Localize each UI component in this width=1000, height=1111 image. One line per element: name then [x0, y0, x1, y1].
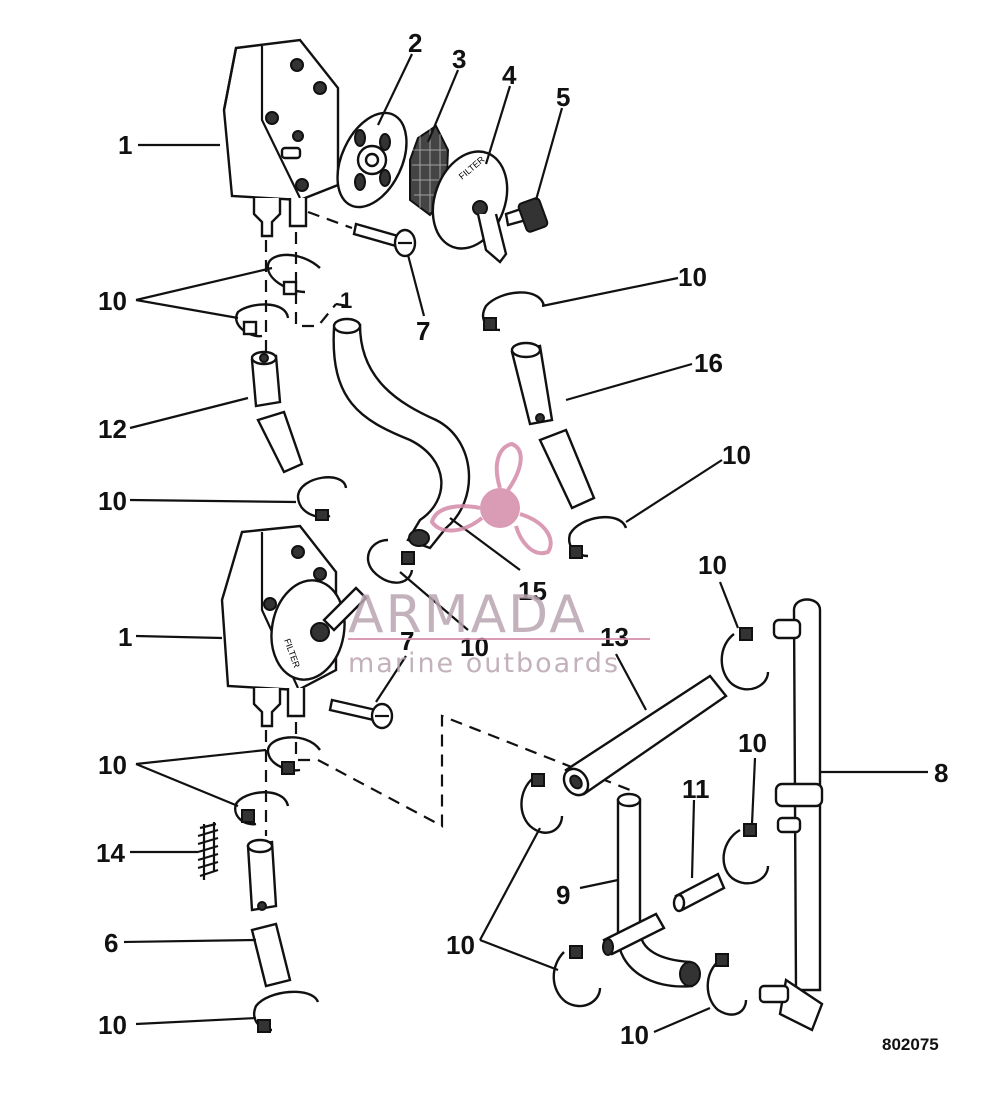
callout-11: 11: [682, 774, 710, 804]
hose-clamp: [722, 823, 770, 885]
callout-10-bottom-left: 10: [98, 1010, 127, 1040]
short-fuel-hose-12: [250, 350, 304, 474]
propeller-logo: [429, 441, 553, 556]
pump-mounting-screw-lower: [328, 698, 394, 730]
hose-clamp: [234, 791, 290, 826]
callout-14: 14: [96, 838, 125, 868]
callout-8: 8: [934, 758, 948, 788]
cover-screw: [504, 197, 549, 233]
hose-clamp: [235, 303, 290, 338]
callout-10-center: 10: [460, 632, 489, 662]
part-code: 802075: [882, 1035, 939, 1054]
callout-10-mid-left: 10: [98, 486, 127, 516]
callout-1-lower: 1: [118, 622, 132, 652]
callout-3: 3: [452, 44, 466, 74]
strainer-plate: [336, 111, 408, 209]
armada-watermark: ARMADA marine outboards: [348, 441, 650, 679]
fuel-hose-16: [510, 341, 596, 510]
callout-12: 12: [98, 414, 127, 444]
callout-16: 16: [694, 348, 723, 378]
watermark-brand: ARMADA: [348, 585, 587, 645]
connector-tube: [602, 912, 666, 956]
callout-5: 5: [556, 82, 570, 112]
callout-labels: 1 2 3 4 5 10 1 7 10 16 12 10 10 15 1 10 …: [96, 28, 948, 1054]
hose-clamp: [296, 476, 348, 521]
hose-clamp: [266, 736, 321, 775]
callout-10-lower-left: 10: [98, 750, 127, 780]
callout-10-right-top: 10: [698, 550, 727, 580]
callout-10-right-mid: 10: [738, 728, 767, 758]
watermark-tagline: marine outboards: [348, 648, 620, 679]
callout-7-upper: 7: [416, 316, 430, 346]
callout-9: 9: [556, 880, 570, 910]
callout-7-lower: 7: [400, 626, 414, 656]
fuel-hose-13: [562, 674, 728, 797]
fuel-line-tube-8: [758, 598, 824, 1032]
callout-2: 2: [408, 28, 422, 58]
callout-6: 6: [104, 928, 118, 958]
pump-mounting-screw-upper: [352, 222, 417, 258]
callout-1-dashed: 1: [340, 288, 352, 313]
fuel-pump-lower: FILTER: [220, 524, 368, 728]
leader-lines: [123, 53, 928, 1034]
long-fuel-hose-15: [332, 317, 471, 550]
callout-15: 15: [518, 576, 547, 606]
callout-1-upper: 1: [118, 130, 132, 160]
callout-4: 4: [502, 60, 517, 90]
check-valve-spring-14: [197, 822, 219, 880]
callout-10-upper-left: 10: [98, 286, 127, 316]
hose-clamp: [266, 253, 321, 296]
watermark-underline: [348, 638, 650, 640]
callout-10-bottom-right: 10: [620, 1020, 649, 1050]
callout-10-mid-right: 10: [722, 440, 751, 470]
short-fuel-hose-6: [246, 838, 292, 988]
connector-tube-11: [672, 872, 726, 913]
fuel-pump-upper: [222, 38, 340, 238]
callout-10-upper-right: 10: [678, 262, 707, 292]
callout-10-lower-center: 10: [446, 930, 475, 960]
hose-clamp: [720, 627, 770, 691]
hose-clamp: [706, 953, 748, 1016]
callout-13: 13: [600, 622, 629, 652]
hose-clamp: [520, 773, 564, 834]
hose-clamp: [568, 515, 628, 559]
hose-clamp: [366, 538, 415, 584]
hose-clamp: [481, 291, 546, 332]
hose-clamp: [253, 990, 320, 1033]
hose-clamp: [552, 945, 602, 1008]
filter-cover: FILTER: [431, 150, 509, 264]
